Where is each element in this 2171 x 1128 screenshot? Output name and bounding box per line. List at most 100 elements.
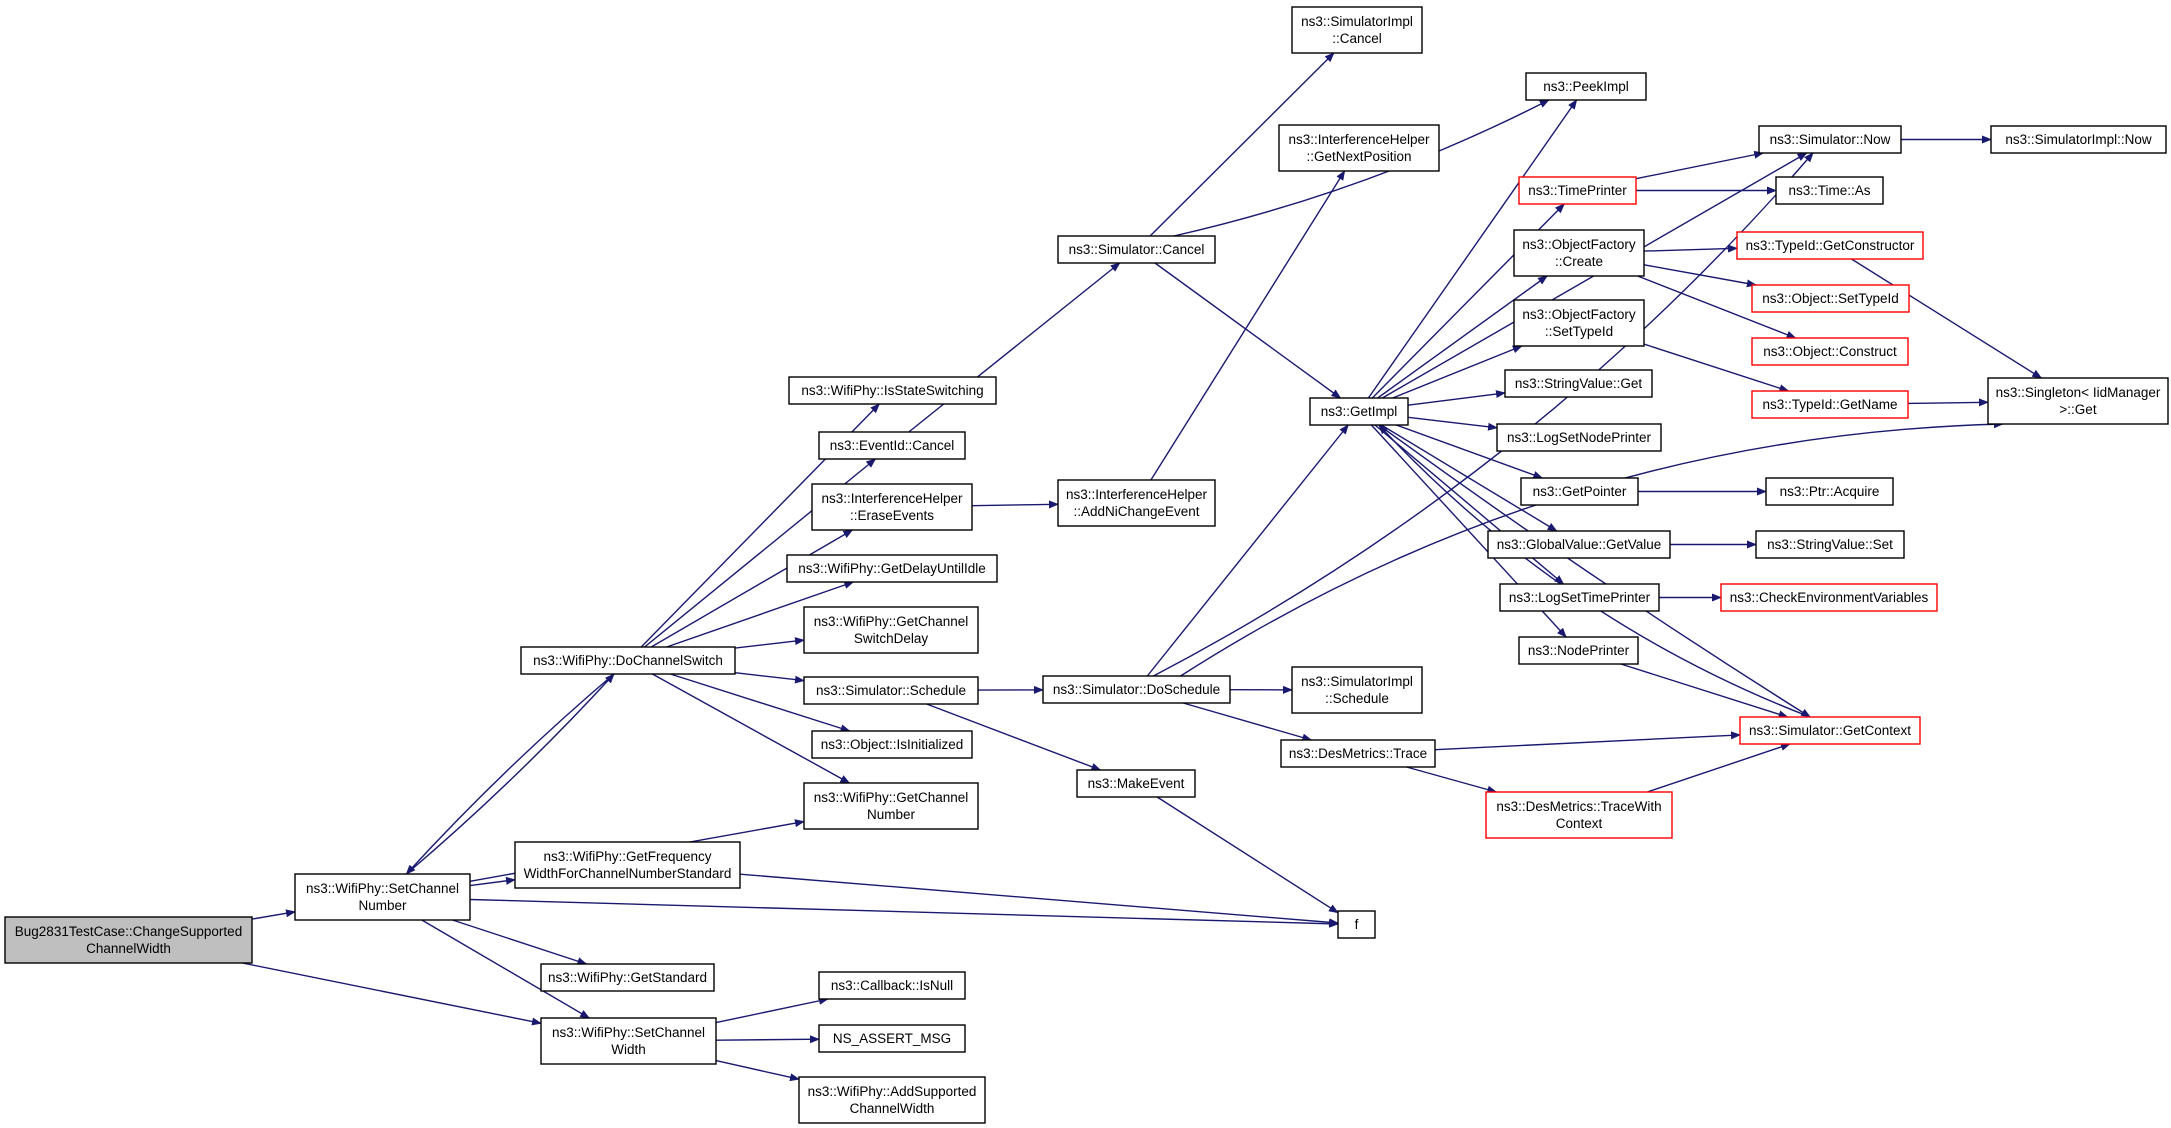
node-stringValueSet[interactable]: ns3::StringValue::Set: [1755, 530, 1905, 559]
node-simGetContext[interactable]: ns3::Simulator::GetContext: [1739, 716, 1921, 745]
node-simCancel[interactable]: ns3::Simulator::Cancel: [1057, 235, 1216, 264]
node-label-makeEvent-line-0: ns3::MakeEvent: [1088, 776, 1185, 791]
node-getFreqWidth[interactable]: ns3::WifiPhy::GetFrequencyWidthForChanne…: [514, 841, 741, 889]
edge-simCancel-to-getImpl: [1154, 262, 1342, 399]
edge-doChannelSwitch-to-eraseEvents: [650, 529, 854, 648]
node-timePrinter[interactable]: ns3::TimePrinter: [1518, 176, 1637, 205]
node-desTrace[interactable]: ns3::DesMetrics::Trace: [1280, 739, 1436, 768]
node-label-getChannelSwitchDelay-line-0: ns3::WifiPhy::GetChannel: [814, 614, 969, 629]
node-f[interactable]: f: [1337, 910, 1376, 939]
node-getPointer[interactable]: ns3::GetPointer: [1520, 477, 1639, 506]
node-callbackIsNull[interactable]: ns3::Callback::IsNull: [818, 971, 966, 1000]
edge-setChannelNumber-to-f: [469, 898, 1339, 928]
node-isStateSwitching[interactable]: ns3::WifiPhy::IsStateSwitching: [788, 376, 997, 405]
node-label-checkEnvVars-line-0: ns3::CheckEnvironmentVariables: [1730, 590, 1929, 605]
node-singletonGet[interactable]: ns3::Singleton< IidManager>::Get: [1987, 377, 2169, 425]
node-objectConstruct[interactable]: ns3::Object::Construct: [1751, 337, 1909, 366]
node-eventIdCancel[interactable]: ns3::EventId::Cancel: [818, 431, 966, 460]
node-stringValueGet[interactable]: ns3::StringValue::Get: [1504, 369, 1653, 398]
node-label-traceWithContext-line-0: ns3::DesMetrics::TraceWith: [1496, 799, 1661, 814]
node-box-simImplNow: [1990, 125, 2167, 154]
node-label-callbackIsNull-line-0: ns3::Callback::IsNull: [831, 978, 953, 993]
node-label-f-line-0: f: [1355, 917, 1359, 932]
node-box-ptrAcquire: [1765, 477, 1894, 506]
node-getImpl[interactable]: ns3::GetImpl: [1309, 397, 1409, 426]
node-box-typeIdGetConstructor: [1736, 231, 1924, 260]
node-nodePrinter[interactable]: ns3::NodePrinter: [1518, 636, 1639, 665]
node-getNextPosition[interactable]: ns3::InterferenceHelper::GetNextPosition: [1278, 124, 1440, 172]
node-label-getStandard-line-0: ns3::WifiPhy::GetStandard: [548, 970, 707, 985]
node-objFactorySetTypeId[interactable]: ns3::ObjectFactory::SetTypeId: [1513, 299, 1645, 347]
node-label-simImplNow-line-0: ns3::SimulatorImpl::Now: [2005, 132, 2152, 147]
node-makeEvent[interactable]: ns3::MakeEvent: [1076, 769, 1196, 798]
node-box-root: [4, 916, 253, 964]
node-label-getImpl-line-0: ns3::GetImpl: [1321, 404, 1398, 419]
node-label-logSetTimePrinter-line-0: ns3::LogSetTimePrinter: [1509, 590, 1651, 605]
node-box-nsAssertMsg: [818, 1024, 966, 1053]
node-isInitialized[interactable]: ns3::Object::IsInitialized: [811, 730, 973, 759]
node-root[interactable]: Bug2831TestCase::ChangeSupportedChannelW…: [4, 916, 253, 964]
node-checkEnvVars[interactable]: ns3::CheckEnvironmentVariables: [1720, 583, 1938, 612]
node-typeIdGetName[interactable]: ns3::TypeId::GetName: [1751, 390, 1909, 419]
node-eraseEvents[interactable]: ns3::InterferenceHelper::EraseEvents: [811, 483, 973, 531]
node-box-nodePrinter: [1518, 636, 1639, 665]
node-label-addNiChangeEvent-line-0: ns3::InterferenceHelper: [1066, 487, 1208, 502]
node-box-setChannelWidth: [540, 1017, 717, 1065]
edge-traceWithContext-to-simGetContext: [1647, 743, 1791, 793]
node-label-simCancel-line-0: ns3::Simulator::Cancel: [1069, 242, 1205, 257]
node-box-logSetNodePrinter: [1496, 423, 1662, 452]
node-getStandard[interactable]: ns3::WifiPhy::GetStandard: [540, 963, 715, 992]
node-simImplSchedule[interactable]: ns3::SimulatorImpl::Schedule: [1291, 666, 1423, 714]
node-logSetTimePrinter[interactable]: ns3::LogSetTimePrinter: [1499, 583, 1660, 612]
node-box-stringValueSet: [1755, 530, 1905, 559]
node-simImplNow[interactable]: ns3::SimulatorImpl::Now: [1990, 125, 2167, 154]
node-label-objFactoryCreate-line-1: ::Create: [1555, 254, 1603, 269]
node-box-doChannelSwitch: [520, 646, 736, 675]
node-globalValueGetValue[interactable]: ns3::GlobalValue::GetValue: [1487, 530, 1671, 559]
edge-getImpl-to-logSetNodePrinter: [1407, 416, 1498, 431]
node-box-timeAs: [1775, 176, 1884, 205]
node-typeIdGetConstructor[interactable]: ns3::TypeId::GetConstructor: [1736, 231, 1924, 260]
edge-typeIdGetConstructor-to-singletonGet: [1851, 258, 2043, 379]
edge-eventIdCancel-to-simCancel: [908, 262, 1121, 433]
node-timeAs[interactable]: ns3::Time::As: [1775, 176, 1884, 205]
node-label-getFreqWidth-line-0: ns3::WifiPhy::GetFrequency: [543, 849, 711, 864]
node-objFactoryCreate[interactable]: ns3::ObjectFactory::Create: [1513, 229, 1645, 277]
node-label-stringValueGet-line-0: ns3::StringValue::Get: [1515, 376, 1643, 391]
node-simSchedule[interactable]: ns3::Simulator::Schedule: [803, 676, 979, 705]
node-box-getNextPosition: [1278, 124, 1440, 172]
node-addNiChangeEvent[interactable]: ns3::InterferenceHelper::AddNiChangeEven…: [1057, 479, 1216, 527]
edge-simGetContext-to-getImpl: [1378, 424, 1811, 718]
node-logSetNodePrinter[interactable]: ns3::LogSetNodePrinter: [1496, 423, 1662, 452]
edge-getImpl-to-globalValueGetValue: [1380, 424, 1558, 532]
node-box-eraseEvents: [811, 483, 973, 531]
node-label-eraseEvents-line-0: ns3::InterferenceHelper: [821, 491, 963, 506]
node-nsAssertMsg[interactable]: NS_ASSERT_MSG: [818, 1024, 966, 1053]
edge-desTrace-to-traceWithContext: [1406, 766, 1498, 794]
node-label-peekImpl-line-0: ns3::PeekImpl: [1543, 79, 1629, 94]
node-simNow[interactable]: ns3::Simulator::Now: [1758, 125, 1902, 154]
node-box-getImpl: [1309, 397, 1409, 426]
node-label-nsAssertMsg-line-0: NS_ASSERT_MSG: [833, 1031, 951, 1046]
node-label-getDelayUntilIdle-line-0: ns3::WifiPhy::GetDelayUntilIdle: [798, 561, 986, 576]
node-peekImpl[interactable]: ns3::PeekImpl: [1525, 72, 1647, 101]
node-box-callbackIsNull: [818, 971, 966, 1000]
node-doSchedule[interactable]: ns3::Simulator::DoSchedule: [1042, 675, 1231, 704]
node-objectSetTypeId[interactable]: ns3::Object::SetTypeId: [1751, 284, 1910, 313]
node-simImplCancel[interactable]: ns3::SimulatorImpl::Cancel: [1291, 6, 1423, 54]
edge-getImpl-to-objFactorySetTypeId: [1392, 345, 1523, 399]
node-box-objectSetTypeId: [1751, 284, 1910, 313]
edge-simCancel-to-simImplCancel: [1149, 52, 1335, 237]
node-ptrAcquire[interactable]: ns3::Ptr::Acquire: [1765, 477, 1894, 506]
node-getDelayUntilIdle[interactable]: ns3::WifiPhy::GetDelayUntilIdle: [786, 554, 998, 583]
node-label-objFactorySetTypeId-line-1: ::SetTypeId: [1545, 324, 1613, 339]
node-label-objectSetTypeId-line-0: ns3::Object::SetTypeId: [1762, 291, 1899, 306]
node-doChannelSwitch[interactable]: ns3::WifiPhy::DoChannelSwitch: [520, 646, 736, 675]
